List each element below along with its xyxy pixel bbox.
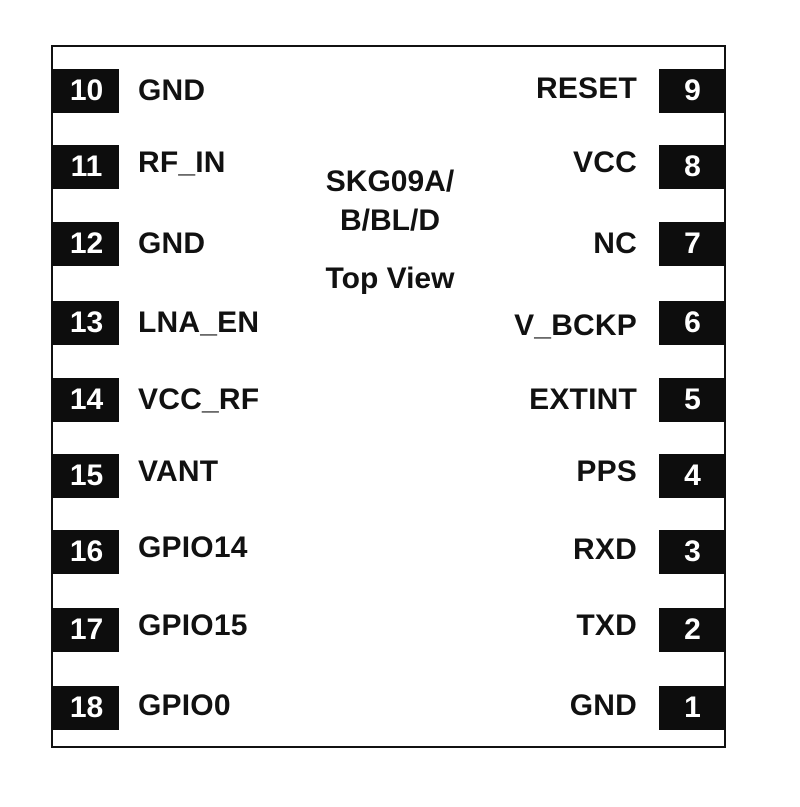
- pin-1: GND 1: [570, 686, 726, 730]
- pin-13: 13 LNA_EN: [52, 301, 259, 345]
- pin-label: VCC_RF: [138, 383, 260, 416]
- pin-label: LNA_EN: [138, 306, 260, 339]
- pin-number: 4: [659, 454, 726, 498]
- pin-number: 15: [52, 454, 119, 498]
- pin-label: VANT: [138, 455, 219, 488]
- pin-label: EXTINT: [529, 383, 637, 416]
- part-name: SKG09A/ B/BL/D: [300, 162, 480, 240]
- pin-label: TXD: [576, 609, 637, 642]
- pin-number: 10: [52, 69, 119, 113]
- pin-label: GPIO0: [138, 689, 231, 722]
- pin-16: 16 GPIO14: [52, 530, 248, 574]
- pin-number: 1: [659, 686, 726, 730]
- pin-label: VCC: [573, 146, 637, 179]
- pin-number: 16: [52, 530, 119, 574]
- pin-4: PPS 4: [576, 454, 726, 498]
- pin-11: 11 RF_IN: [52, 145, 226, 189]
- pin-18: 18 GPIO0: [52, 686, 231, 730]
- pin-label: RF_IN: [138, 146, 226, 179]
- pin-6: V_BCKP 6: [514, 301, 726, 345]
- pin-14: 14 VCC_RF: [52, 378, 259, 422]
- pin-number: 12: [52, 222, 119, 266]
- part-name-line-2: B/BL/D: [340, 204, 440, 237]
- pin-label: RESET: [535, 72, 637, 105]
- pin-5: EXTINT 5: [529, 378, 726, 422]
- pin-2: TXD 2: [576, 608, 726, 652]
- part-name-line-1: SKG09A/: [325, 165, 455, 198]
- pin-number: 13: [52, 301, 119, 345]
- pin-7: NC 7: [593, 222, 726, 266]
- pin-number: 11: [52, 145, 119, 189]
- pin-10: 10 GND: [52, 69, 205, 113]
- pin-label: GND: [138, 74, 206, 107]
- pin-label: GPIO15: [138, 609, 248, 642]
- pin-number: 3: [659, 530, 726, 574]
- pin-3: RXD 3: [573, 530, 726, 574]
- pin-label: GND: [569, 689, 637, 722]
- pin-label: V_BCKP: [514, 309, 637, 342]
- pin-label: RXD: [573, 533, 637, 566]
- pin-12: 12 GND: [52, 222, 205, 266]
- view-label: Top View: [325, 262, 455, 295]
- pin-number: 9: [659, 69, 726, 113]
- pin-number: 14: [52, 378, 119, 422]
- pin-8: VCC 8: [573, 145, 726, 189]
- pin-number: 2: [659, 608, 726, 652]
- pin-number: 18: [52, 686, 119, 730]
- pin-15: 15 VANT: [52, 454, 218, 498]
- pin-label: GPIO14: [138, 531, 248, 564]
- pin-number: 5: [659, 378, 726, 422]
- pin-17: 17 GPIO15: [52, 608, 248, 652]
- pin-number: 7: [659, 222, 726, 266]
- pin-number: 17: [52, 608, 119, 652]
- pin-9: RESET 9: [536, 69, 726, 113]
- pin-label: NC: [593, 227, 637, 260]
- pin-label: PPS: [576, 455, 637, 488]
- pin-label: GND: [138, 227, 206, 260]
- pin-number: 8: [659, 145, 726, 189]
- pin-number: 6: [659, 301, 726, 345]
